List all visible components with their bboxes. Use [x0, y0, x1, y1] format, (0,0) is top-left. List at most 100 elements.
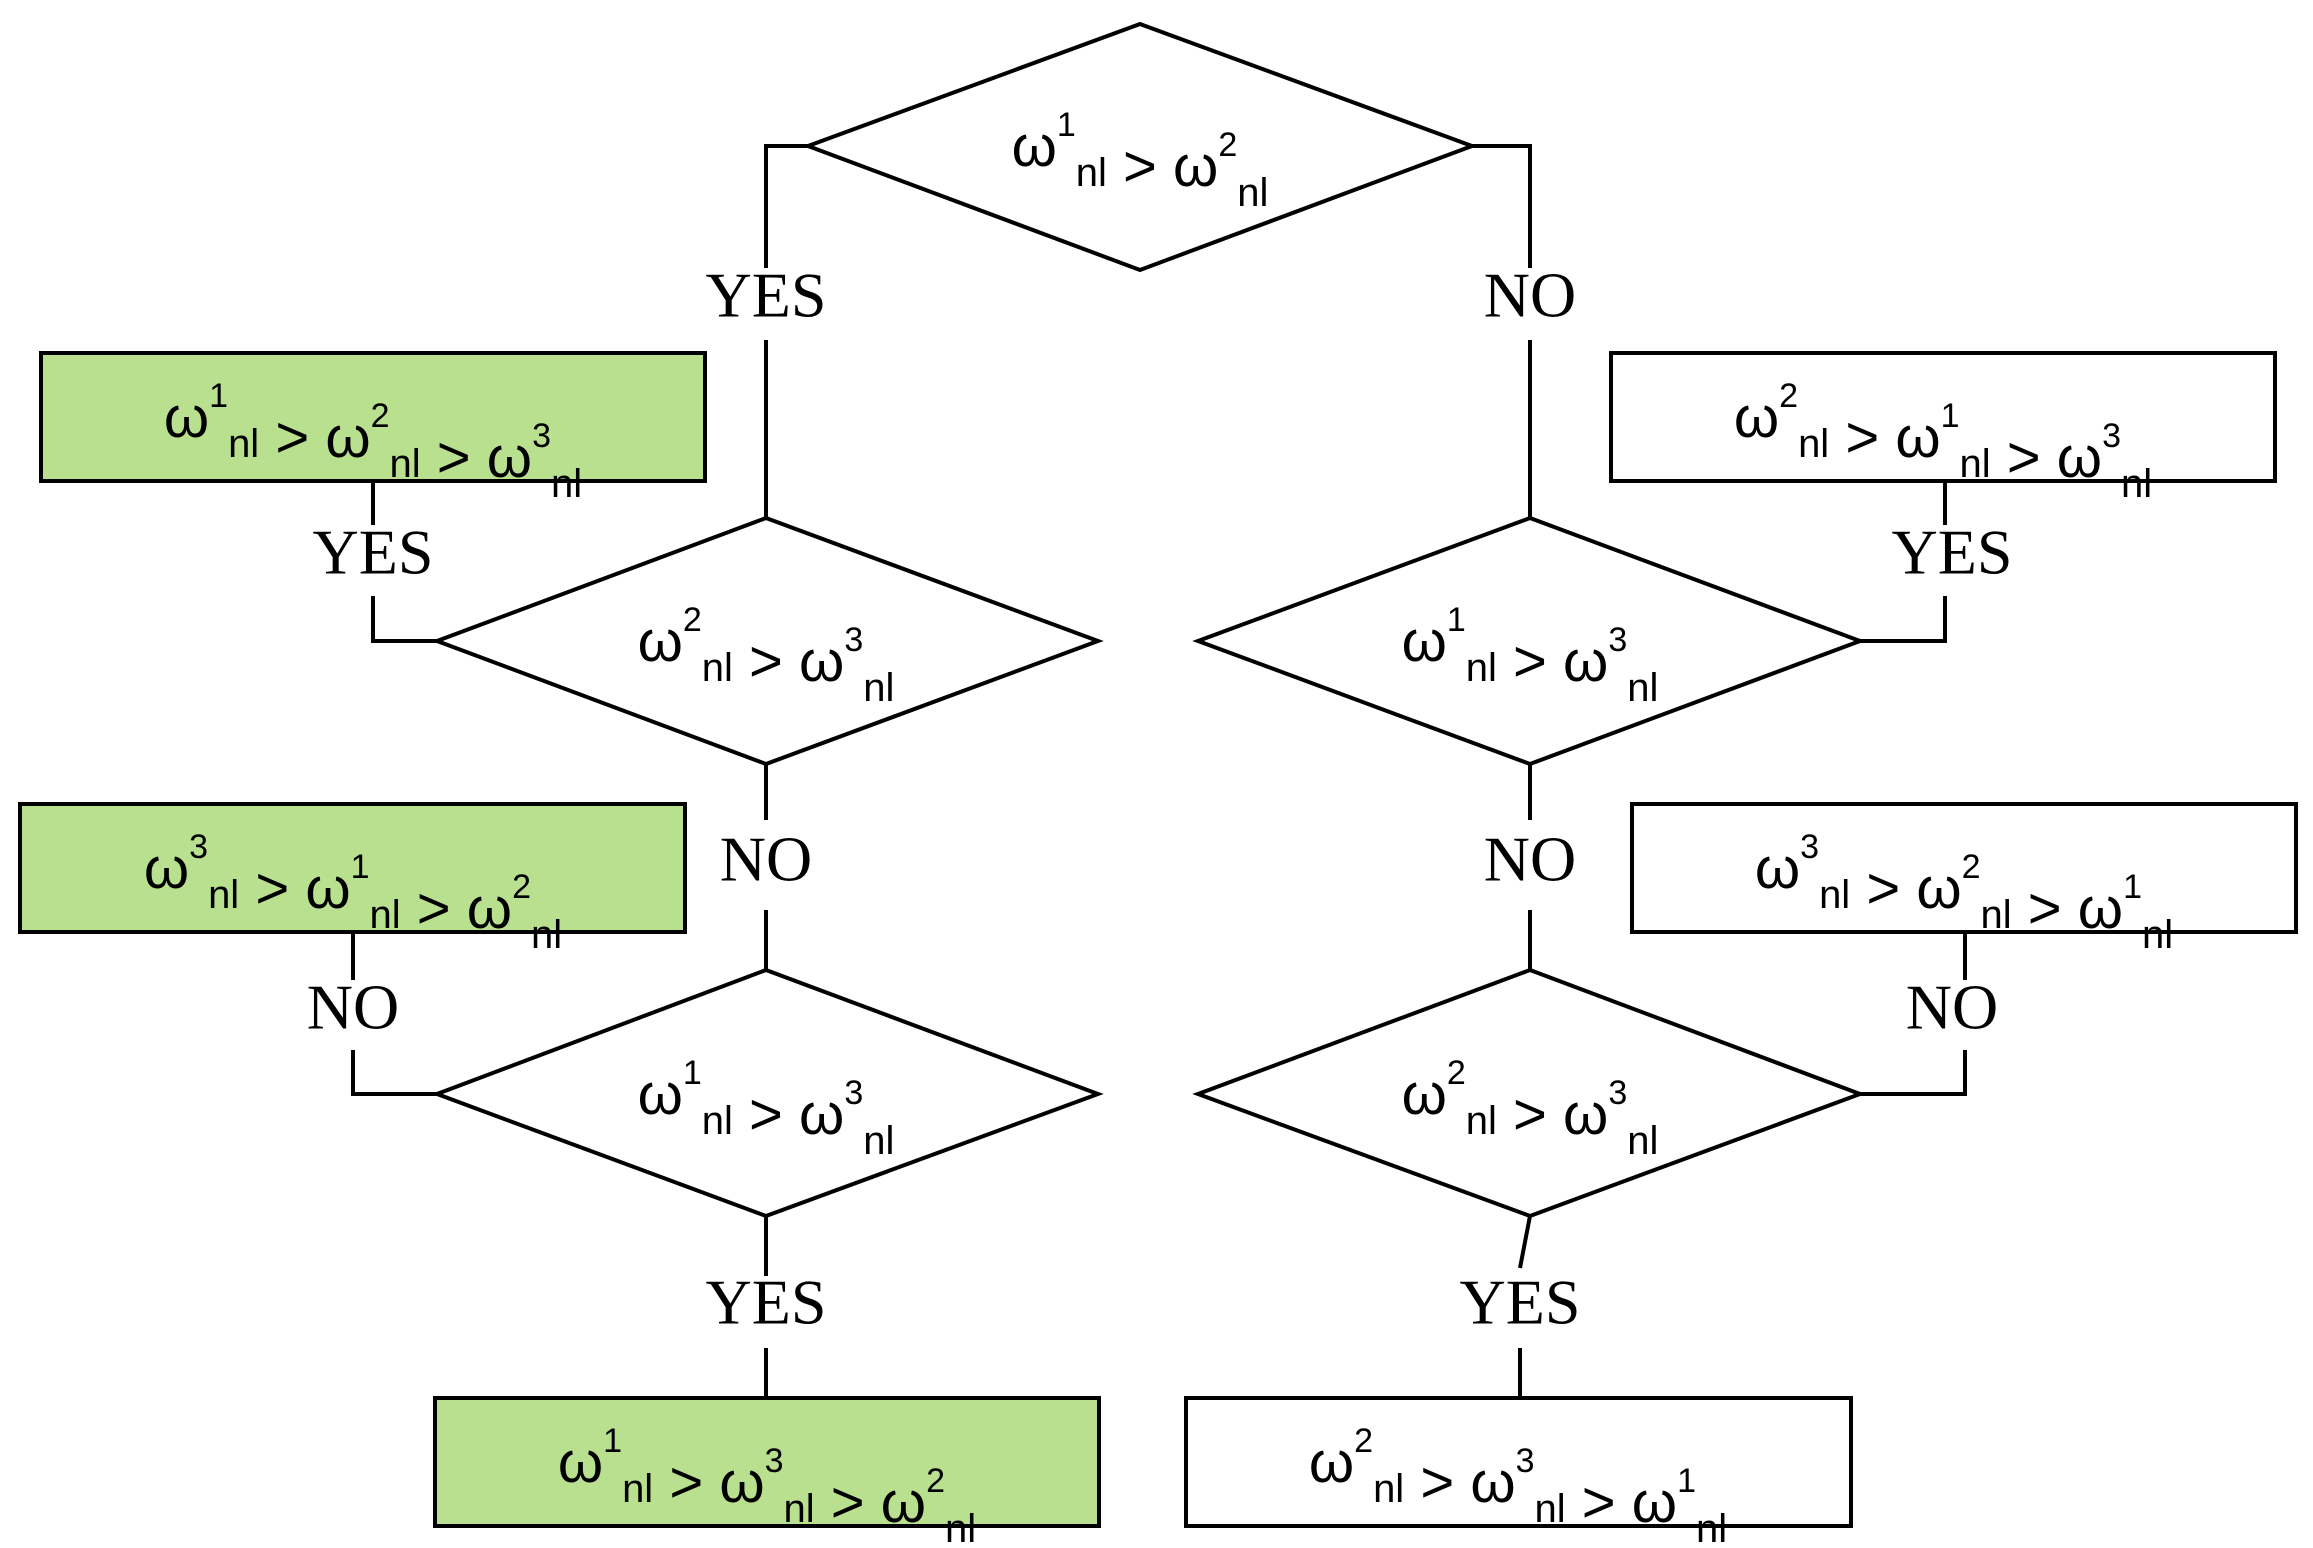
- subscript: nl: [1466, 1099, 1497, 1143]
- decision-top: [802, 21, 1478, 273]
- omega-symbol: ω: [487, 425, 532, 490]
- decision-expr-d_r2: ω2nl > ω3nl: [1402, 1054, 1659, 1163]
- operator: >: [1566, 1470, 1632, 1535]
- connector-r2-yes-top: [1518, 1215, 1532, 1269]
- subscript: nl: [370, 893, 401, 937]
- operator: >: [1829, 405, 1895, 470]
- operator: >: [421, 425, 487, 490]
- result-expr-r_r1: ω2nl > ω1nl > ω3nl: [1734, 377, 2152, 506]
- operator: >: [1107, 134, 1173, 199]
- result-box-right-3: [1184, 1396, 1853, 1528]
- omega-symbol: ω: [1012, 114, 1057, 179]
- subscript: nl: [1627, 666, 1658, 710]
- superscript: 1: [1677, 1462, 1696, 1500]
- subscript: nl: [1237, 171, 1268, 215]
- result-expr-r_l2: ω3nl > ω1nl > ω2nl: [144, 828, 562, 957]
- superscript: 3: [2102, 417, 2121, 455]
- subscript: nl: [1798, 422, 1829, 466]
- subscript: nl: [1981, 893, 2012, 937]
- connector-top-to-right: [1472, 144, 1532, 268]
- superscript: 2: [1354, 1422, 1373, 1460]
- operator: >: [815, 1470, 881, 1535]
- edge-label-l2-no: NO: [307, 972, 399, 1043]
- operator: >: [259, 405, 325, 470]
- operator: >: [1497, 629, 1563, 694]
- result-box-left-3: [433, 1396, 1101, 1528]
- subscript: nl: [2142, 913, 2173, 957]
- subscript: nl: [945, 1507, 976, 1548]
- operator: >: [1991, 425, 2057, 490]
- decision-left-2: [431, 967, 1104, 1219]
- subscript: nl: [784, 1487, 815, 1531]
- omega-symbol: ω: [1402, 1062, 1447, 1127]
- superscript: 1: [209, 377, 228, 415]
- omega-symbol: ω: [144, 836, 189, 901]
- subscript: nl: [1819, 873, 1850, 917]
- superscript: 3: [844, 1074, 863, 1112]
- superscript: 2: [683, 601, 702, 639]
- omega-symbol: ω: [799, 629, 844, 694]
- operator: >: [1497, 1082, 1563, 1147]
- omega-symbol: ω: [799, 1082, 844, 1147]
- superscript: 3: [189, 828, 208, 866]
- superscript: 3: [1516, 1442, 1535, 1480]
- omega-symbol: ω: [1916, 856, 1961, 921]
- decision-right-1: [1192, 515, 1866, 767]
- edge-label-l1-yes: YES: [313, 517, 434, 588]
- omega-symbol: ω: [1173, 134, 1218, 199]
- subscript: nl: [1960, 442, 1991, 486]
- superscript: 3: [765, 1442, 784, 1480]
- subscript: nl: [208, 873, 239, 917]
- superscript: 2: [1218, 126, 1237, 164]
- edge-label-r1-no: NO: [1484, 824, 1576, 895]
- operator: >: [733, 629, 799, 694]
- connector-r1-yes: [1860, 596, 1947, 643]
- result-box-left-1: [39, 351, 707, 483]
- omega-symbol: ω: [325, 405, 370, 470]
- connector-top-to-left: [764, 144, 808, 268]
- edge-label-r2-yes: YES: [1460, 1267, 1581, 1338]
- connector-l1-yes: [371, 596, 437, 643]
- operator: >: [1404, 1450, 1470, 1515]
- superscript: 2: [926, 1462, 945, 1500]
- subscript: nl: [1466, 646, 1497, 690]
- subscript: nl: [702, 646, 733, 690]
- superscript: 1: [1447, 601, 1466, 639]
- subscript: nl: [390, 442, 421, 486]
- superscript: 2: [1779, 377, 1798, 415]
- omega-symbol: ω: [638, 1062, 683, 1127]
- omega-symbol: ω: [467, 876, 512, 941]
- superscript: 3: [844, 621, 863, 659]
- omega-symbol: ω: [1755, 836, 1800, 901]
- omega-symbol: ω: [2057, 425, 2102, 490]
- subscript: nl: [531, 913, 562, 957]
- omega-symbol: ω: [1563, 1082, 1608, 1147]
- superscript: 3: [1608, 1074, 1627, 1112]
- subscript: nl: [1696, 1507, 1727, 1548]
- superscript: 2: [512, 868, 531, 906]
- operator: >: [1850, 856, 1916, 921]
- subscript: nl: [622, 1467, 653, 1511]
- superscript: 2: [1962, 848, 1981, 886]
- operator: >: [653, 1450, 719, 1515]
- edge-label-top-no: NO: [1484, 260, 1576, 331]
- superscript: 1: [1941, 397, 1960, 435]
- subscript: nl: [2121, 462, 2152, 506]
- superscript: 1: [351, 848, 370, 886]
- edge-label-r1-yes: YES: [1892, 517, 2013, 588]
- subscript: nl: [1627, 1119, 1658, 1163]
- omega-symbol: ω: [881, 1470, 926, 1535]
- edge-label-l2-yes: YES: [706, 1267, 827, 1338]
- result-expr-r_l3: ω1nl > ω3nl > ω2nl: [558, 1422, 976, 1548]
- superscript: 2: [371, 397, 390, 435]
- result-box-right-2: [1630, 802, 2298, 934]
- edge-label-top-yes: YES: [706, 260, 827, 331]
- omega-symbol: ω: [1563, 629, 1608, 694]
- superscript: 3: [532, 417, 551, 455]
- superscript: 3: [1608, 621, 1627, 659]
- shapes: [18, 21, 2298, 1528]
- omega-symbol: ω: [558, 1430, 603, 1495]
- subscript: nl: [1373, 1467, 1404, 1511]
